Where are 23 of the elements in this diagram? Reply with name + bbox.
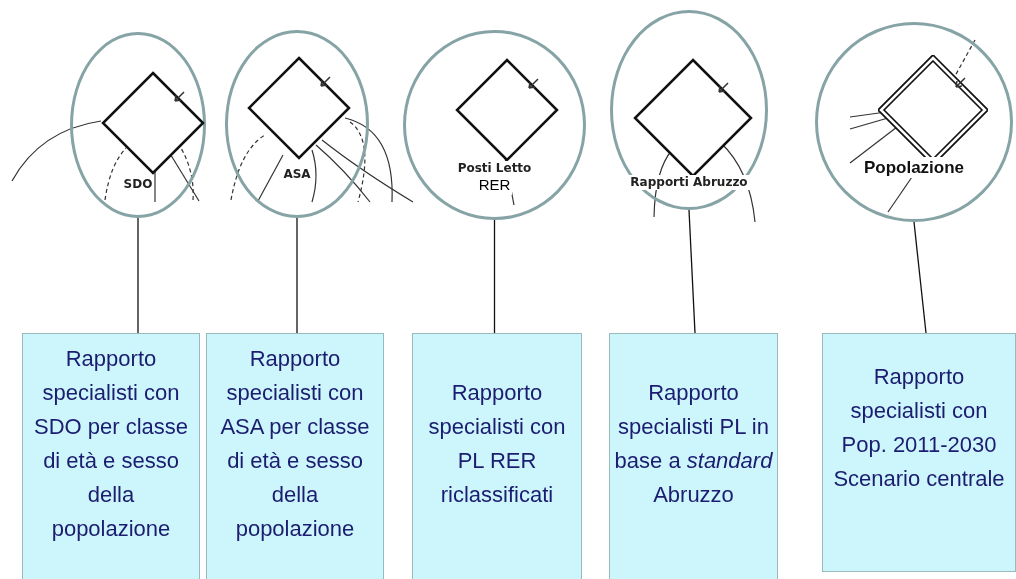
description-box (822, 333, 1016, 572)
leader-line (913, 221, 927, 334)
diamond-label: Rapporti Abruzzo (628, 175, 750, 190)
oval-outline (815, 22, 1013, 222)
description-text: Rapporto specialisti con ASA per classe di età e sesso della popolazione (219, 345, 371, 543)
description-box (412, 333, 582, 579)
description-box (22, 333, 200, 579)
description-text: Rapporto specialisti con PL RER riclassificati (427, 379, 567, 509)
oval-outline (70, 32, 206, 218)
oval-outline (225, 30, 369, 218)
leader-line (688, 209, 696, 334)
description-box (206, 333, 384, 579)
leader-line (137, 217, 139, 334)
oval-outline (403, 30, 586, 220)
description-text: Rapporto specialisti con SDO per classe di età e sesso della popolazione (32, 345, 190, 543)
leader-line (493, 219, 496, 334)
oval-outline (610, 10, 768, 210)
description-text: Rapporto specialisti con Pop. 2011-2030 Scenario centrale (832, 363, 1006, 493)
diamond-label: Posti Letto (455, 161, 534, 176)
diamond-label: RER (476, 176, 513, 195)
description-text: Rapporto specialisti PL in base a standard Abruzzo (614, 379, 773, 509)
leader-line (296, 217, 298, 334)
description-box (609, 333, 778, 579)
